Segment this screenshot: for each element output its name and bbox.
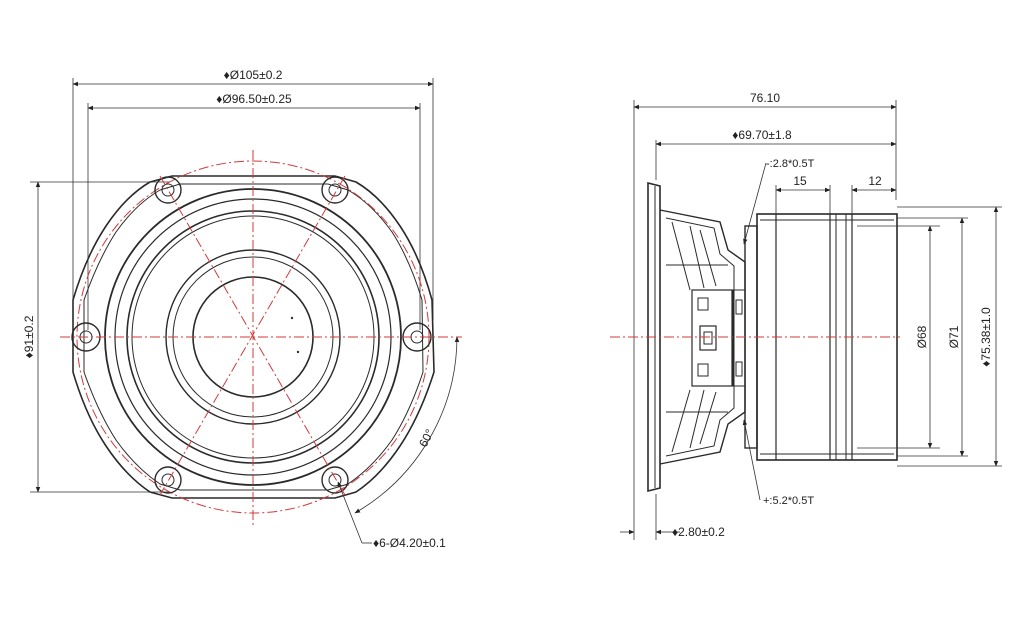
- dim-flange: ♦2.80±0.2: [620, 494, 725, 540]
- side-view: 76.10 ♦69.70±1.8 15 12 -:2.8*0.5T: [610, 91, 1002, 540]
- inner-diameter-label: ♦Ø96.50±0.25: [216, 92, 292, 106]
- dim-body-length: ♦69.70±1.8: [655, 128, 897, 180]
- dim-total-length: 76.10: [633, 91, 897, 540]
- hole-callout: ♦6-Ø4.20±0.1: [337, 481, 446, 550]
- dim-height: ♦91±0.2: [22, 181, 170, 493]
- mounting-hole: [154, 466, 182, 494]
- mounting-hole: [154, 176, 182, 204]
- dim-71: Ø71: [897, 217, 968, 457]
- terminal-board: [691, 289, 733, 387]
- dia-68-label: Ø68: [915, 325, 929, 348]
- flange-label: ♦2.80±0.2: [672, 525, 725, 539]
- dim-68: Ø68: [857, 225, 940, 449]
- angle-dimension: 60°: [354, 336, 460, 514]
- holes-label: ♦6-Ø4.20±0.1: [373, 536, 446, 550]
- mounting-hole: [321, 466, 349, 494]
- front-view: ♦Ø105±0.2 ♦Ø96.50±0.25 ♦91±0.2: [22, 68, 462, 550]
- dim-12: 12: [851, 174, 897, 220]
- mounting-hole: [321, 176, 349, 204]
- terminal-minus-label: -:2.8*0.5T: [766, 158, 815, 170]
- mounting-holes: [71, 176, 432, 494]
- terminal-plus-callout: +:5.2*0.5T: [742, 419, 814, 507]
- dim-15-label: 15: [793, 174, 807, 188]
- total-length-label: 76.10: [750, 91, 780, 105]
- diagonal-centerline: [159, 175, 346, 496]
- dia-71-label: Ø71: [947, 325, 961, 348]
- dia-75-label: ♦75.38±1.0: [979, 307, 993, 367]
- dim-15: 15: [775, 174, 831, 220]
- terminal-minus-callout: -:2.8*0.5T: [743, 158, 815, 245]
- dim-75: ♦75.38±1.0: [897, 206, 1002, 467]
- cap-dot: [290, 316, 294, 320]
- dim-12-label: 12: [868, 174, 882, 188]
- body-length-label: ♦69.70±1.8: [732, 128, 792, 142]
- basket-ribs: [666, 221, 728, 453]
- terminal-plus-label: +:5.2*0.5T: [763, 495, 814, 507]
- outer-diameter-label: ♦Ø105±0.2: [224, 68, 283, 82]
- terminal-lug: [699, 325, 717, 351]
- dim-outer-diameter: ♦Ø105±0.2: [72, 68, 434, 320]
- speaker-flange: [647, 181, 661, 493]
- height-label: ♦91±0.2: [22, 315, 36, 358]
- cap-dot: [296, 350, 300, 354]
